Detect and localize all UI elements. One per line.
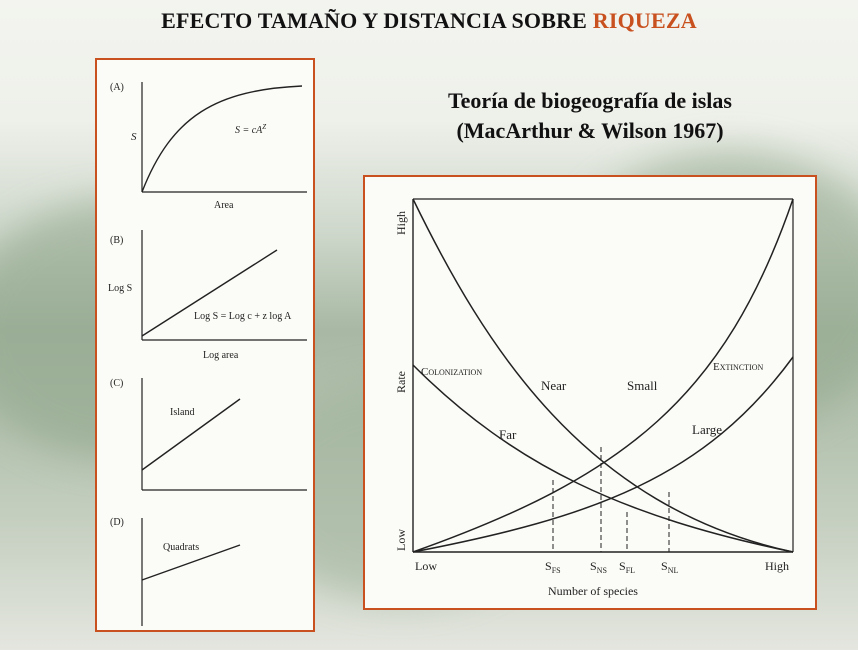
panel-a-formula: S = cAZ [235,123,266,136]
panel-a-y-label: S [131,131,137,143]
slide-title-accent: RIQUEZA [592,8,697,33]
equilibrium-ns-label: SNS [590,559,607,575]
panel-b-formula: Log S = Log c + z log A [194,311,292,322]
x-axis-label: Number of species [548,584,638,598]
equilibrium-fs-label: SFS [545,559,561,575]
panel-a: (A) S S = cAZ Area [110,82,307,211]
far-label: Far [499,427,517,442]
slide-title: EFECTO TAMAÑO Y DISTANCIA SOBRE RIQUEZA [161,8,697,33]
panel-b-line [141,249,278,337]
panel-d-curve-label: Quadrats [163,542,199,553]
colonization-label: Colonization [421,366,482,378]
equilibrium-fl-label: SFL [619,559,635,575]
colonization-curve-near [412,198,794,553]
panel-d-tag: (D) [110,517,124,528]
small-label: Small [627,378,658,393]
x-axis-high-label: High [765,559,789,573]
panel-c-line [141,398,241,471]
species-area-panels: (A) S S = cAZ Area (B) Log S Log S = Log… [108,82,307,626]
subtitle-line-1: Teoría de biogeografía de islas [448,88,732,113]
panel-a-curve [141,85,303,193]
extinction-curve-small [412,198,794,553]
panel-b-x-label: Log area [203,350,239,361]
panel-d-line [141,544,241,581]
x-axis-low-label: Low [415,559,437,573]
large-label: Large [692,422,722,437]
y-axis-low-label: Low [394,529,408,551]
panel-b: (B) Log S Log S = Log c + z log A Log ar… [108,230,307,361]
panel-c-tag: (C) [110,378,123,389]
panel-b-tag: (B) [110,235,123,246]
panel-c: (C) Island [110,378,307,491]
colonization-curve-far [412,364,794,553]
panel-a-tag: (A) [110,82,124,93]
panel-b-y-label: Log S [108,283,132,294]
rate-diagram-svg: High Rate Low Low High Number of species… [394,198,794,598]
subtitle-line-2: (MacArthur & Wilson 1967) [456,118,724,143]
extinction-curve-large [412,356,794,553]
equilibrium-nl-label: SNL [661,559,678,575]
extinction-label: Extinction [713,361,763,373]
near-label: Near [541,378,567,393]
y-axis-label: Rate [394,371,408,393]
panel-a-x-label: Area [214,200,234,211]
slide-subtitle: Teoría de biogeografía de islas (MacArth… [380,86,800,146]
panel-c-curve-label: Island [170,407,194,418]
y-axis-high-label: High [394,211,408,235]
panel-d: (D) Quadrats [110,517,241,626]
species-area-figure: (A) S S = cAZ Area (B) Log S Log S = Log… [95,58,315,632]
equilibrium-rate-diagram: High Rate Low Low High Number of species… [363,175,817,610]
